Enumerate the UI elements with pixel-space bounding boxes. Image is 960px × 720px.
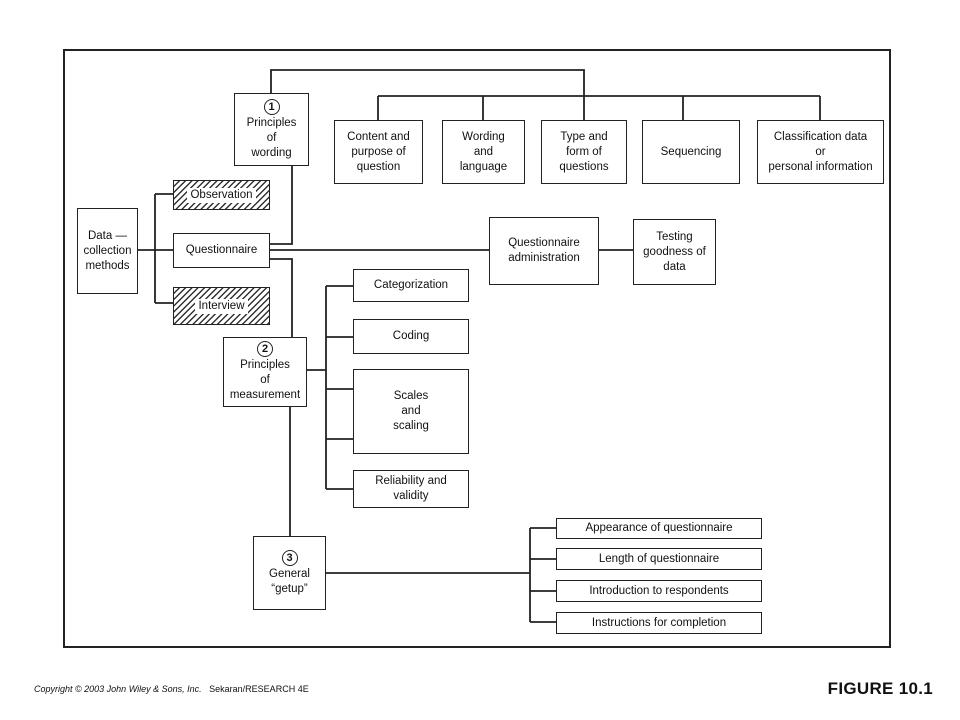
source-text: Sekaran/RESEARCH 4E (209, 684, 309, 694)
principles-of-measurement-box: 2 Principles of measurement (223, 337, 307, 407)
interview-label: Interview (195, 298, 248, 314)
data-collection-methods-box: Data — collection methods (77, 208, 138, 294)
getup-item-label: Instructions for completion (591, 616, 727, 629)
testing-goodness-box: Testing goodness of data (633, 219, 716, 285)
number-3-circle: 3 (281, 549, 298, 566)
wording-item-wording-language: Wording and language (442, 120, 525, 184)
getup-item-label: Length of questionnaire (598, 552, 720, 565)
getup-item-appearance: Appearance of questionnaire (556, 518, 762, 539)
measurement-item-coding: Coding (353, 319, 469, 354)
number-2-circle: 2 (257, 341, 273, 357)
measurement-item-label: Scales and scaling (393, 390, 429, 432)
getup-item-length: Length of questionnaire (556, 548, 762, 570)
questionnaire-administration-box: Questionnaire administration (489, 217, 599, 285)
wording-item-label: Classification data or personal informat… (768, 130, 873, 173)
general-getup-label: General “getup” (269, 567, 310, 595)
principles-of-wording-box: 1 Principles of wording (234, 93, 309, 166)
measurement-item-reliability: Reliability and validity (353, 470, 469, 508)
testing-goodness-label: Testing goodness of data (643, 230, 706, 273)
observation-box: Observation (173, 180, 270, 210)
measurement-item-label: Coding (392, 330, 430, 342)
wording-item-label: Content and purpose of question (347, 130, 410, 173)
getup-item-label: Introduction to respondents (589, 584, 729, 597)
questionnaire-label: Questionnaire (185, 244, 258, 256)
wording-item-label: Wording and language (459, 130, 508, 173)
number-1-circle: 1 (263, 98, 280, 115)
general-getup-box: 3 General “getup” (253, 536, 326, 610)
data-collection-methods-label: Data — collection methods (83, 229, 132, 272)
measurement-item-scales: Scales and scaling (353, 369, 469, 454)
wording-item-label: Type and form of questions (559, 130, 609, 173)
copyright-text: Copyright © 2003 John Wiley & Sons, Inc. (34, 684, 202, 694)
figure-label: FIGURE 10.1 (827, 679, 933, 698)
copyright-notice: Copyright © 2003 John Wiley & Sons, Inc.… (34, 684, 309, 694)
questionnaire-box: Questionnaire (173, 233, 270, 268)
getup-item-label: Appearance of questionnaire (585, 522, 733, 534)
wording-item-type-form: Type and form of questions (541, 120, 627, 184)
measurement-item-label: Categorization (373, 279, 449, 291)
observation-label: Observation (187, 187, 256, 203)
principles-of-measurement-label: Principles of measurement (229, 359, 301, 401)
wording-item-content-purpose: Content and purpose of question (334, 120, 423, 184)
measurement-item-categorization: Categorization (353, 269, 469, 302)
questionnaire-administration-label: Questionnaire administration (508, 237, 580, 264)
getup-item-introduction: Introduction to respondents (556, 580, 762, 602)
wording-item-sequencing: Sequencing (642, 120, 740, 184)
getup-item-instructions: Instructions for completion (556, 612, 762, 634)
wording-item-classification: Classification data or personal informat… (757, 120, 884, 184)
principles-of-wording-label: Principles of wording (246, 116, 297, 159)
interview-box: Interview (173, 287, 270, 325)
measurement-item-label: Reliability and validity (375, 475, 447, 502)
wording-item-label: Sequencing (660, 145, 722, 158)
diagram-frame (63, 49, 891, 648)
